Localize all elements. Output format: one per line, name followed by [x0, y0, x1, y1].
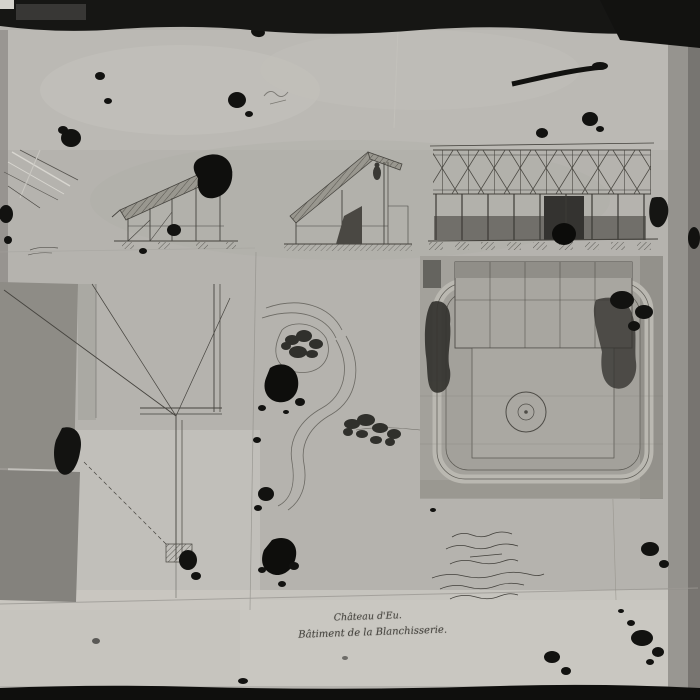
scratches: [3, 91, 289, 256]
garden-paths: [261, 302, 421, 511]
tree-mass: [423, 260, 637, 393]
sheet-edge: [0, 587, 699, 605]
bottom-border: [0, 684, 700, 700]
roof-plan: [0, 282, 231, 602]
drawing-caption: Château d'Eu. Bâtiment de la Blanchisser…: [298, 607, 459, 643]
elevation-right: [427, 142, 659, 250]
elevation-middle: [284, 151, 412, 251]
top-border: [0, 0, 700, 48]
courtyard: [471, 347, 615, 459]
title-block-handwriting: [431, 531, 545, 600]
shrub-cluster: [281, 330, 401, 446]
basin-circle: [505, 391, 547, 433]
ink-blots: [0, 0, 700, 684]
fold-crease: [0, 29, 699, 611]
